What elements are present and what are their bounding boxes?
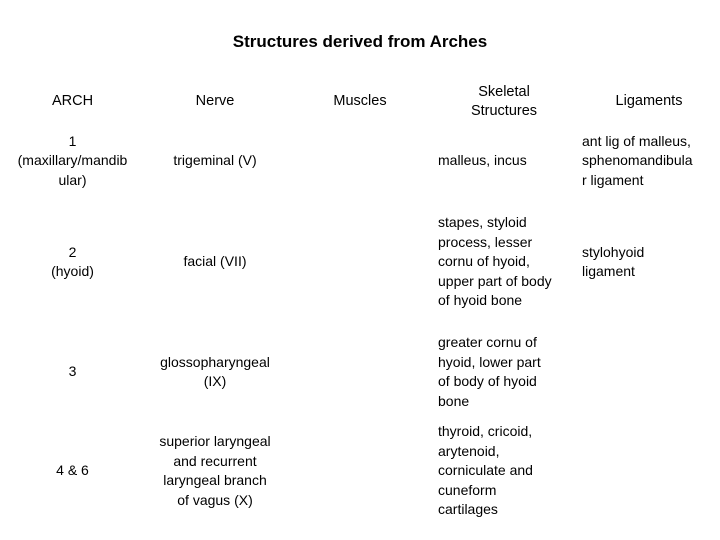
cell-ligaments — [582, 424, 720, 518]
cell-nerve: superior laryngeal and recurrent larynge… — [159, 433, 271, 508]
header-muscles: Muscles — [333, 93, 387, 110]
cell-skeletal-structures: greater cornu of hyoid, lower part of bo… — [438, 334, 541, 409]
header-arch: ARCH — [51, 93, 94, 110]
page-title: Structures derived from Arches — [232, 32, 488, 51]
cell-muscles — [290, 130, 430, 192]
table-header-row: ARCH Nerve Muscles Skeletal Structures L… — [0, 72, 720, 132]
table-row: 1 (maxillary/mandib ular) trigeminal (V)… — [0, 130, 720, 192]
cell-ligaments: ant lig of malleus, sphenomandibula r li… — [582, 132, 693, 188]
header-nerve: Nerve — [195, 93, 235, 110]
table-row: 3 glossopharyngeal (IX) greater cornu of… — [0, 325, 720, 419]
cell-arch: 1 (maxillary/mandib ular) — [17, 132, 128, 188]
cell-ligaments: stylohyoid ligament — [582, 243, 645, 280]
cell-nerve: trigeminal (V) — [173, 152, 257, 169]
cell-ligaments — [582, 325, 720, 419]
cell-arch: 4 & 6 — [56, 462, 89, 479]
table-row: 2 (hyoid) facial (VII) stapes, styloid p… — [0, 206, 720, 318]
header-skeletal-structures: Skeletal Structures — [470, 83, 538, 120]
cell-arch: 2 (hyoid) — [51, 243, 94, 280]
cell-nerve: glossopharyngeal (IX) — [160, 353, 270, 390]
cell-arch: 3 — [68, 363, 77, 380]
cell-muscles — [290, 325, 430, 419]
cell-skeletal-structures: stapes, styloid process, lesser cornu of… — [438, 214, 552, 309]
cell-nerve: facial (VII) — [183, 253, 247, 270]
table-row: 4 & 6 superior laryngeal and recurrent l… — [0, 423, 720, 518]
cell-muscles — [290, 424, 430, 518]
cell-skeletal-structures: malleus, incus — [438, 152, 527, 169]
cell-muscles — [290, 206, 430, 318]
header-ligaments: Ligaments — [615, 93, 683, 110]
cell-skeletal-structures: thyroid, cricoid, arytenoid, corniculate… — [438, 423, 533, 518]
arches-table: ARCH Nerve Muscles Skeletal Structures L… — [0, 72, 720, 532]
